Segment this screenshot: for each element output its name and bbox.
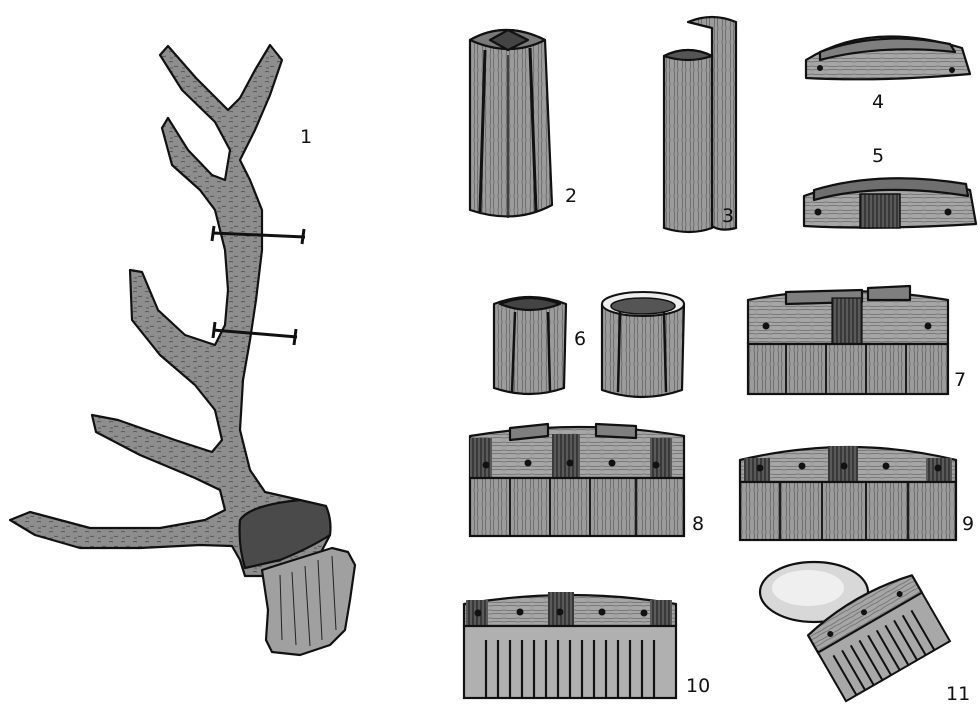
split-shell-pieces [664, 17, 736, 232]
label-4: 4 [872, 91, 884, 113]
label-1: 1 [300, 126, 312, 148]
label-2: 2 [565, 185, 577, 207]
label-11: 11 [946, 683, 970, 705]
comb-trimmed-step-9 [740, 446, 956, 540]
comb-with-polishing-stone [760, 562, 950, 701]
split-cylinder-tall [470, 30, 552, 218]
side-plate-decorated [804, 178, 976, 228]
label-5: 5 [872, 145, 884, 167]
label-7: 7 [954, 369, 966, 391]
label-10: 10 [686, 675, 710, 697]
short-cylinder-split [494, 297, 566, 394]
comb-finished-step-10 [464, 592, 676, 698]
comb-blank-step-8 [470, 424, 684, 536]
comb-assembly-step-7 [748, 286, 948, 394]
label-9: 9 [962, 513, 974, 535]
antler-shape [10, 45, 330, 576]
side-plate-plain [806, 36, 970, 79]
label-8: 8 [692, 513, 704, 535]
label-3: 3 [722, 205, 734, 227]
short-cylinder-ring [602, 292, 684, 397]
label-6: 6 [574, 328, 586, 350]
